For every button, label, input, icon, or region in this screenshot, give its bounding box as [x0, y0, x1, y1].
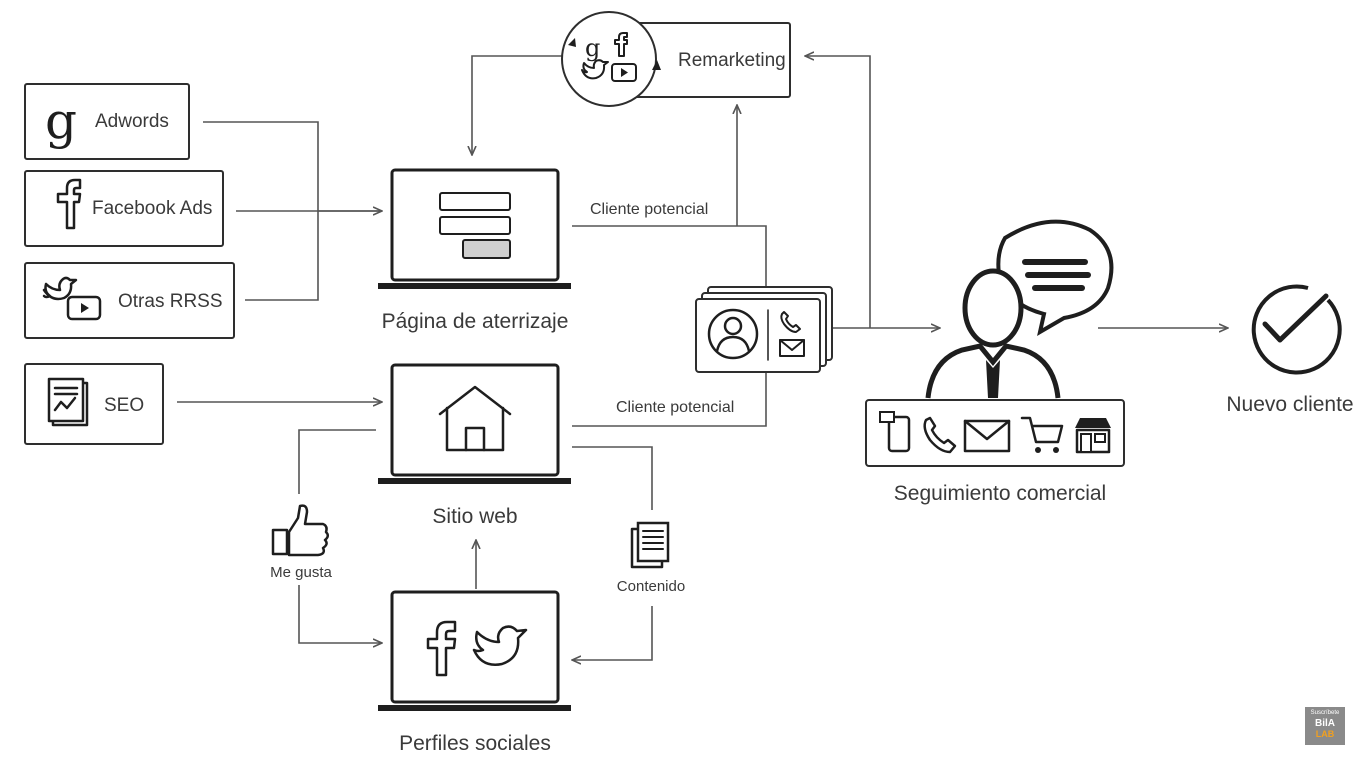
connectors — [177, 56, 1228, 660]
likes-node: Me gusta — [270, 504, 333, 581]
source-adwords: g Adwords — [24, 83, 190, 160]
sales-followup-node: Seguimiento comercial — [865, 219, 1125, 505]
subscribe-badge-line2: BilA — [1315, 718, 1335, 729]
email-icon — [963, 419, 1011, 453]
google-g-icon: g — [45, 92, 77, 150]
sales-followup-label: Seguimiento comercial — [894, 482, 1106, 505]
phone-icon — [923, 416, 957, 454]
facebook-ads-label: Facebook Ads — [92, 198, 212, 219]
remarketing-node: g Remarketing — [561, 11, 791, 107]
thumbs-up-icon — [271, 504, 329, 557]
contact-card-icon — [707, 308, 805, 361]
facebook-icon — [56, 178, 82, 230]
content-node: Contenido — [617, 521, 685, 595]
cart-icon — [1020, 416, 1064, 453]
subscribe-badge[interactable]: Suscríbete BilA LAB — [1305, 707, 1345, 745]
website-label: Sitio web — [432, 505, 517, 528]
source-seo: SEO — [24, 363, 164, 445]
source-facebook-ads: Facebook Ads — [24, 170, 224, 247]
svg-text:g: g — [585, 34, 600, 62]
new-client-label: Nuevo cliente — [1226, 393, 1353, 416]
content-label: Contenido — [617, 578, 685, 595]
form-laptop-icon — [378, 168, 571, 289]
social-profiles-label: Perfiles sociales — [399, 732, 551, 755]
facebook-twitter-laptop-icon — [378, 590, 571, 711]
source-otras-rrss: Otras RRSS — [24, 262, 235, 339]
landing-page-label: Página de aterrizaje — [382, 310, 569, 333]
twitter-youtube-icon — [42, 276, 102, 321]
subscribe-badge-line1: Suscríbete — [1310, 710, 1340, 716]
seo-report-icon — [47, 377, 89, 427]
checkmark-icon — [1251, 284, 1342, 375]
seo-label: SEO — [104, 395, 144, 416]
lead-from-website-label: Cliente potencial — [616, 399, 734, 416]
svg-text:g: g — [45, 92, 77, 150]
remarketing-label: Remarketing — [678, 50, 786, 71]
new-client-node: Nuevo cliente — [1226, 284, 1354, 416]
likes-label: Me gusta — [270, 564, 332, 581]
subscribe-badge-line3: LAB — [1315, 729, 1335, 739]
website-node: Sitio web — [378, 363, 571, 528]
social-profiles-node: Perfiles sociales — [378, 590, 571, 755]
store-icon — [1075, 418, 1111, 454]
home-laptop-icon — [378, 363, 571, 484]
document-icon — [630, 521, 670, 569]
landing-page-node: Página de aterrizaje — [378, 168, 571, 333]
remarketing-cycle-icon: g — [568, 32, 661, 82]
otras-rrss-label: Otras RRSS — [118, 291, 223, 312]
mobile-chat-icon — [879, 411, 911, 453]
lead-card — [695, 286, 833, 373]
contact-channels-icons — [879, 411, 1111, 454]
adwords-label: Adwords — [95, 111, 169, 132]
salesperson-icon — [925, 219, 1114, 399]
lead-from-landing-label: Cliente potencial — [590, 201, 708, 218]
